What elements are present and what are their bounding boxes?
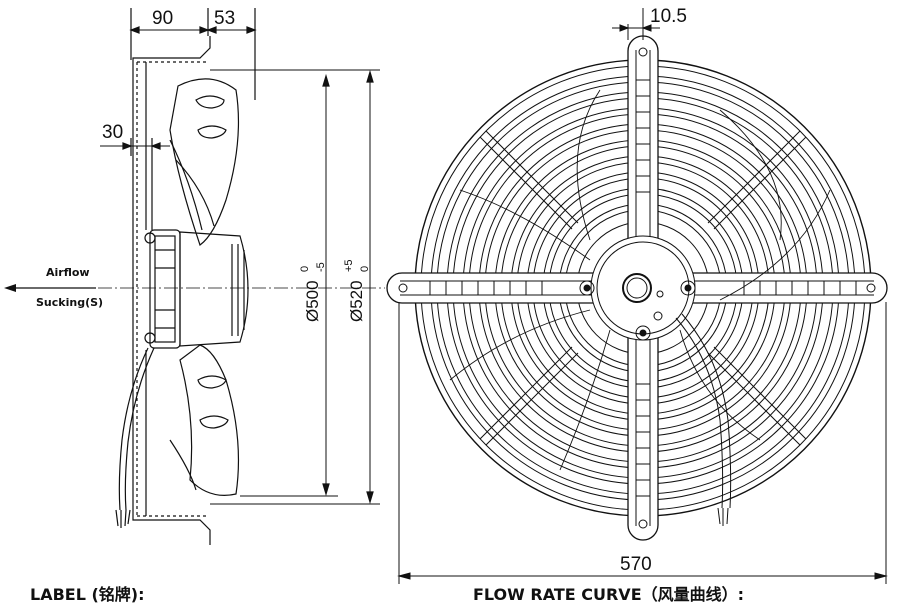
dim-90: 90: [152, 8, 173, 29]
svg-text:-5: -5: [315, 262, 327, 272]
flow-rate-curve-heading: FLOW RATE CURVE（风量曲线）:: [473, 585, 744, 604]
dim-diameter-520: Ø520 +5 0: [343, 259, 371, 322]
svg-text:Ø500: Ø500: [303, 280, 322, 322]
dim-570: 570: [620, 554, 652, 575]
blade-outlines: [449, 89, 831, 471]
dim-10-5: 10.5: [650, 6, 687, 27]
dim-53: 53: [214, 8, 235, 29]
label-section-heading: LABEL (铭牌):: [30, 585, 145, 604]
svg-text:+5: +5: [343, 259, 355, 272]
side-view: [4, 8, 385, 545]
guard-spokes: [479, 130, 807, 446]
dim-diameter-500: Ø500 0 -5: [299, 262, 327, 322]
svg-text:0: 0: [359, 266, 371, 272]
hub-screws: [579, 280, 696, 341]
bracket-ticks: [429, 79, 857, 497]
svg-text:Ø520: Ø520: [347, 280, 366, 322]
svg-text:0: 0: [299, 266, 311, 272]
front-view: [386, 8, 888, 584]
dim-30: 30: [102, 122, 123, 143]
airflow-label: Airflow: [46, 266, 90, 279]
airflow-mode: Sucking(S): [36, 296, 103, 309]
